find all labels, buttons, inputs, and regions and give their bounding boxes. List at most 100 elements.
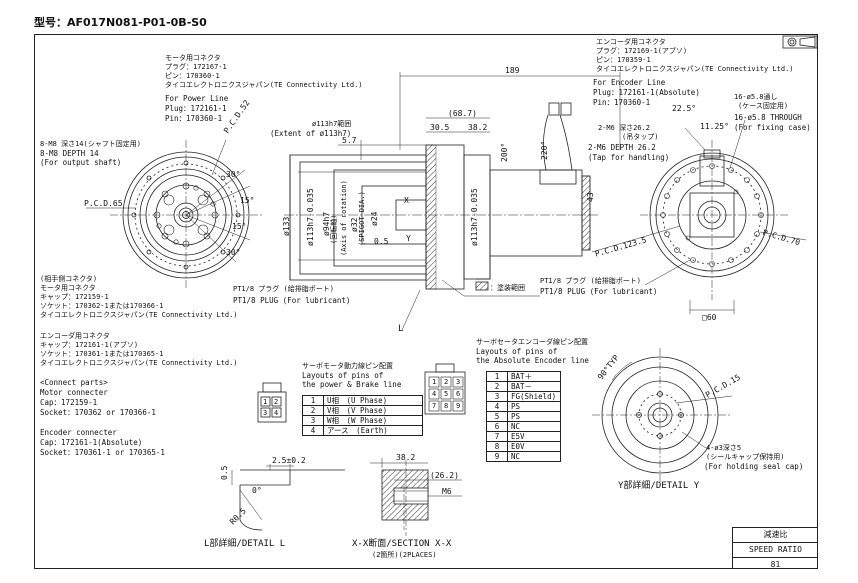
handling-tap-jp: 2-M6 深さ26.2 [598, 124, 650, 132]
case-holes-jp2: (ケース固定用) [738, 102, 789, 110]
handling-tap-en: 2-M6 DEPTH 26.2 [588, 143, 656, 152]
detail-y-geometry [592, 348, 733, 482]
square-60: □60 [702, 313, 717, 322]
section-x-geometry [370, 458, 462, 536]
pin-signal: BAT＋ [507, 371, 561, 382]
handling-tap-for: (Tap for handling) [588, 153, 670, 162]
dim-189: 189 [505, 66, 520, 75]
power-plug-pin-3: 3 [263, 409, 268, 417]
counterpart-enc-title: エンコーダ用コネクタ [40, 332, 110, 340]
encoder-plug-pin-3: 3 [456, 378, 461, 386]
dim-24: ø24 [370, 211, 379, 226]
pin-number: 4 [486, 401, 508, 412]
encoder-pins-jp-title: サーボセータエンコーダ線ピン配置 [476, 338, 588, 346]
encoder-plug-pin-8: 8 [444, 402, 449, 410]
encoder-plug-pin-2: 2 [444, 378, 449, 386]
pin-signal: NC [507, 421, 561, 432]
power-plug-pin-1: 1 [263, 398, 268, 406]
lube-port-en-left: PT1/8 PLUG (For lubricant) [233, 296, 351, 305]
dim-68-7: (68.7) [448, 109, 477, 118]
power-pins-en-title1: Layouts of pins of [302, 371, 384, 380]
axis-jp: (回転軸) [330, 214, 338, 244]
painted-area [425, 144, 591, 290]
encoder-pins-en-title1: Layouts of pins of [476, 347, 558, 356]
extent-113h7-jp: ø113h7範囲 [312, 120, 352, 128]
encoder-plug-pin-5: 5 [444, 390, 449, 398]
pin-signal: V相 (V Phase) [323, 405, 423, 416]
power-line-title: For Power Line [165, 94, 229, 103]
power-pins-jp-title: サーボモータ動力線ピン配置 [302, 362, 393, 370]
pin-number: 1 [486, 371, 508, 382]
detail-y-holes-en: (For holding seal cap) [704, 462, 804, 471]
encoder-pins-en-title2: the Absolute Encoder line [476, 356, 589, 365]
encoder-connector-pin: ピン：170359-1 [596, 56, 651, 64]
right-rear-view [591, 119, 807, 314]
pin-signal: FG(Shield) [507, 391, 561, 402]
counterpart-enc-cap: キャップ：172161-1(アブソ) [40, 341, 139, 349]
left-front-view [86, 139, 262, 290]
pin-number: 2 [486, 381, 508, 392]
lube-port-en-right: PT1/8 PLUG (For lubricant) [540, 287, 658, 296]
encoder-connector-plug: プラグ：172169-1(アブソ) [596, 47, 688, 55]
dim-113h7-b: ø113h7-0.035 [470, 188, 479, 246]
pin-signal: W相 (W Phase) [323, 415, 423, 426]
pcd65-label: P.C.D.65 [84, 199, 123, 208]
x-mark: X [404, 196, 409, 205]
speed-ratio-jp: 減速比 [733, 528, 818, 543]
handling-tap-jp2: (吊タップ) [622, 133, 659, 141]
case-holes-en: 16-ø5.8 THROUGH [734, 113, 802, 122]
pin-number: 6 [486, 421, 508, 432]
counterpart-cap: キャップ：172159-1 [40, 293, 109, 301]
detail-l-geometry [231, 464, 345, 531]
output-holes-jp: 8-M8 深さ14(シャフト固定用) [40, 140, 141, 148]
pin-number: 8 [486, 441, 508, 452]
pin-signal: NC [507, 451, 561, 462]
pin-signal: E5V [507, 431, 561, 442]
counterpart-enc-maker: タイコエレクトロニクスジャパン(TE Connectivity Ltd.) [40, 359, 238, 367]
drawing-frame [34, 34, 818, 569]
pin-number: 1 [302, 395, 324, 406]
pin-signal: PS [507, 411, 561, 422]
y-mark: Y [406, 234, 411, 243]
model-number: 型号：AF017N081-P01-0B-S0 [34, 16, 207, 29]
angle-220: 220° [540, 140, 549, 160]
section-x-dim-38-2: 38.2 [396, 453, 416, 462]
encoder-plug-pin-1: 1 [432, 378, 437, 386]
encoder-plug-pin-4: 4 [432, 390, 437, 398]
spigot-label: (SPIGOT DIA.) [358, 191, 366, 246]
power-plug-face [257, 382, 287, 423]
power-connector-plug: プラグ：172167-1 [165, 63, 227, 71]
pin-number: 7 [486, 431, 508, 442]
angle-11-25: 11.25° [700, 122, 729, 131]
power-connector-maker: タイコエレクトロニクスジャパン(TE Connectivity Ltd.) [165, 81, 363, 89]
encoder-connector-cap: Cap：172161-1(Absolute) [40, 438, 143, 447]
power-connector-pin: ピン：170360-1 [165, 72, 220, 80]
output-holes-en: 8-M8 DEPTH 14 [40, 149, 99, 158]
speed-ratio-en: SPEED RATIO [733, 543, 818, 558]
power-plug-pin-4: 4 [274, 409, 279, 417]
dim-113h7: ø113h7-0.035 [306, 188, 315, 246]
power-pins-en-title2: the power & Brake line [302, 380, 402, 389]
detail-l-dim-2-5: 2.5±0.2 [272, 456, 306, 465]
pin-number: 4 [302, 425, 324, 436]
detail-l-dim-0-5: 0.5 [220, 465, 229, 480]
counterpart-motor-title: モータ用コネクタ [40, 284, 96, 292]
pin-signal: U相 (U Phase) [323, 395, 423, 406]
pin-signal: BAT－ [507, 381, 561, 392]
detail-l-angle: 0° [252, 486, 262, 495]
output-holes-for: (For output shaft) [40, 158, 122, 167]
power-connector-jp-title: モータ用コネクタ [165, 54, 221, 62]
encoder-connector-jp-title: エンコーダ用コネクタ [596, 38, 666, 46]
